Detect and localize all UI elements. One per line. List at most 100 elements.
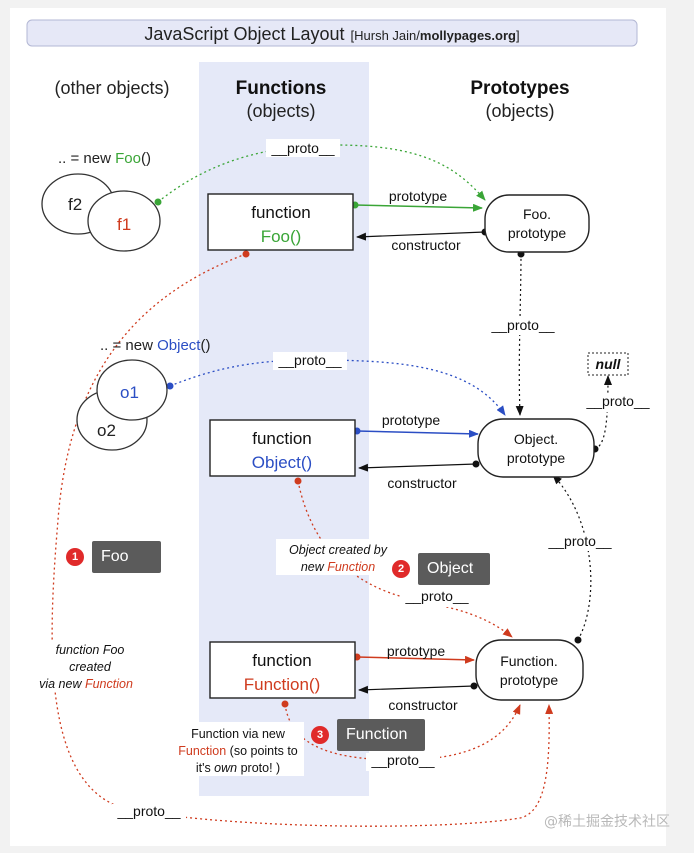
function-function-box — [209, 641, 356, 699]
object-function-name: Object() — [252, 453, 312, 472]
proto-label-f1: __proto__ — [270, 140, 334, 156]
annotation-2-tag[interactable]: Object — [418, 553, 490, 585]
foo-prototype-line2: prototype — [508, 225, 567, 241]
null-node — [587, 352, 629, 376]
object-prototype-line1: Object. — [514, 431, 558, 447]
foo-function-name: Foo() — [261, 227, 302, 246]
function-prototype-link — [356, 655, 475, 664]
new-foo-caption: .. = new Foo() — [58, 150, 151, 167]
proto-label-function-self: __proto__ — [370, 752, 434, 768]
function-prototype-line1: Function. — [500, 653, 558, 669]
o2-label: o2 — [97, 421, 116, 440]
proto-label-objectproto: __proto__ — [585, 393, 649, 409]
functions-header: Functions — [236, 78, 327, 99]
proto-label-bg — [486, 317, 560, 335]
constructor-label-function: constructor — [388, 697, 458, 713]
proto-label-object-fn: __proto__ — [404, 588, 468, 604]
prototype-label-object: prototype — [382, 412, 441, 428]
object-prototype-line2: prototype — [507, 450, 566, 466]
function-via-points: (so points to — [226, 744, 298, 758]
new-object-suffix: () — [200, 337, 210, 354]
object-function-word: function — [252, 429, 312, 448]
title-bar — [26, 19, 638, 47]
function-via-note-bg — [172, 722, 304, 776]
foo-prototype-node — [484, 194, 590, 253]
function-constructor-dot — [470, 682, 478, 690]
foo-created-note-bg — [40, 640, 145, 692]
new-object-name: Object — [157, 337, 201, 354]
proto-label-bg — [273, 352, 347, 370]
object-created-function: Function — [327, 560, 375, 574]
function-via-line2: Function (so points to — [178, 744, 298, 758]
constructor-label-object: constructor — [387, 475, 457, 491]
prototype-label-foo: prototype — [389, 188, 448, 204]
foo-prototype-line1: Foo. — [523, 206, 551, 222]
function-via-function: Function — [178, 744, 226, 758]
foo-created-function: Function — [85, 677, 133, 691]
prototypes-subheader: (objects) — [485, 101, 554, 121]
prototype-label-function: prototype — [387, 643, 446, 659]
object-function-box — [209, 419, 356, 477]
f2-label: f2 — [68, 195, 82, 214]
new-object-caption: .. = new Object() — [100, 337, 210, 354]
function-function-name: Function() — [244, 675, 321, 694]
function-via-line1: Function via new — [191, 727, 286, 741]
proto-label-funcproto: __proto__ — [547, 533, 611, 549]
o1-proto-dot — [166, 382, 174, 390]
function-via-line3: it's own proto! ) — [196, 761, 280, 775]
foo-constructor-link — [356, 231, 486, 241]
proto-label-bg — [400, 589, 474, 607]
proto-label-bg — [581, 394, 655, 412]
title-credit-suffix: ] — [516, 28, 520, 43]
object-prototype-link — [356, 429, 479, 438]
foo-fn-proto-dot — [242, 250, 250, 258]
function-via-proto: proto! ) — [237, 761, 280, 775]
foo-created-line1: function Foo — [56, 643, 125, 657]
foo-prototype-link — [354, 203, 483, 212]
function-via-own: own — [214, 761, 237, 775]
new-foo-prefix: .. = new — [58, 150, 115, 167]
foo-created-line3: via new Function — [39, 677, 133, 691]
funcproto-proto-dot — [574, 636, 582, 644]
new-foo-name: Foo — [115, 150, 141, 167]
object-constructor-dot — [472, 460, 480, 468]
object-constructor-link — [358, 463, 477, 472]
constructor-label-foo: constructor — [391, 237, 461, 253]
title-credit-site: mollypages.org — [420, 28, 516, 43]
annotation-3-tag[interactable]: Function — [337, 719, 425, 751]
object-created-new: new — [301, 560, 327, 574]
object-fn-proto-dot — [294, 477, 302, 485]
foo-function-box — [207, 193, 354, 251]
annotation-1-tag[interactable]: Foo — [92, 541, 161, 573]
function-prototype-node — [475, 639, 584, 701]
proto-label-bg — [544, 533, 618, 551]
f1-ellipse — [87, 190, 161, 252]
annotation-2-badge: 2 — [392, 560, 410, 578]
object-prototype-node — [477, 418, 595, 478]
function-via-its: it's — [196, 761, 214, 775]
proto-label-bg — [366, 753, 440, 771]
f1-proto-dot — [154, 198, 162, 206]
prototypes-header: Prototypes — [470, 78, 569, 99]
new-foo-suffix: () — [141, 150, 151, 167]
function-prototype-line2: prototype — [500, 672, 559, 688]
new-object-prefix: .. = new — [100, 337, 157, 354]
foo-created-via: via new — [39, 677, 85, 691]
title-credit-prefix: [Hursh Jain/ — [351, 28, 421, 43]
o1-ellipse — [96, 359, 168, 421]
foo-function-word: function — [251, 203, 311, 222]
proto-label-o1: __proto__ — [277, 352, 341, 368]
proto-label-fooproto: __proto__ — [490, 317, 554, 333]
null-label: null — [596, 356, 622, 372]
watermark-text: @稀土掘金技术社区 — [544, 814, 670, 830]
object-created-line2: new Function — [301, 560, 375, 574]
foo-fn-proto-link — [51, 253, 554, 827]
title-text: JavaScript Object Layout[Hursh Jain/moll… — [144, 24, 519, 44]
object-created-line1: Object created by — [289, 543, 388, 557]
proto-label-bg — [112, 804, 186, 822]
proto-label-bg — [266, 139, 340, 157]
o1-label: o1 — [120, 383, 139, 402]
function-self-proto-dot — [281, 700, 289, 708]
